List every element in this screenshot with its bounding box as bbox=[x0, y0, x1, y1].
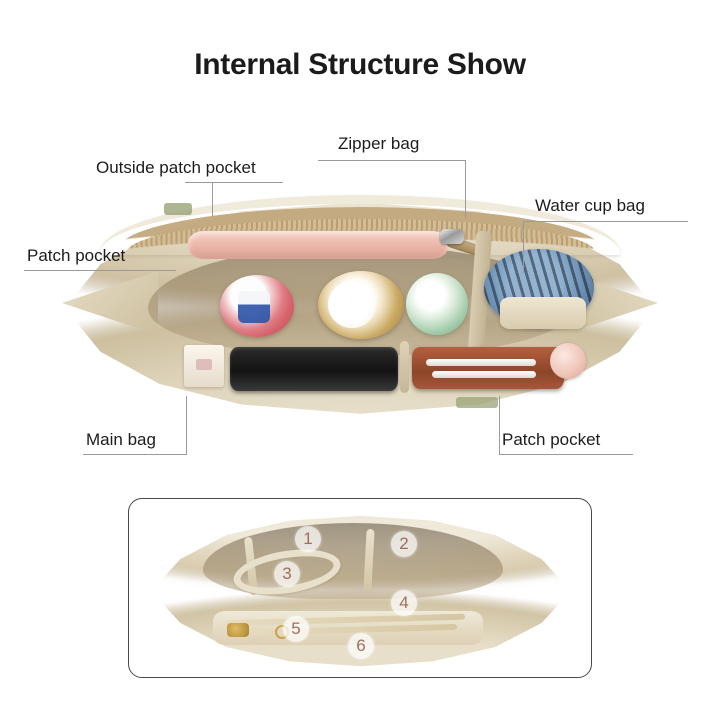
leader-line bbox=[499, 396, 500, 454]
diagram-marker-3: 3 bbox=[274, 561, 300, 587]
leader-line bbox=[499, 454, 633, 455]
diagram-marker-2: 2 bbox=[391, 531, 417, 557]
callout-zipper-bag: Zipper bag bbox=[338, 134, 420, 153]
bottom-divider bbox=[400, 341, 409, 393]
pink-pouch bbox=[188, 231, 448, 259]
pen-icon bbox=[426, 359, 536, 366]
pen-icon bbox=[432, 371, 536, 378]
leader-line bbox=[523, 221, 524, 273]
bag-top-rim bbox=[100, 195, 620, 255]
green-bottle bbox=[406, 273, 468, 335]
metal-clip-icon bbox=[227, 623, 249, 637]
small-carton bbox=[184, 345, 224, 387]
leader-line bbox=[24, 270, 176, 271]
green-accent-tab bbox=[456, 397, 498, 408]
pink-round-item bbox=[550, 343, 586, 379]
callout-patch-pocket-left: Patch pocket bbox=[27, 246, 126, 265]
beige-cup bbox=[500, 297, 586, 329]
leader-line bbox=[318, 160, 466, 161]
diagram-marker-1: 1 bbox=[295, 526, 321, 552]
green-accent-tab bbox=[164, 203, 192, 215]
callout-outside-patch-pocket: Outside patch pocket bbox=[96, 158, 256, 177]
numbered-structure-diagram: 1 2 3 4 5 6 bbox=[128, 498, 592, 678]
callout-water-cup-bag: Water cup bag bbox=[535, 196, 645, 215]
zipper-pull-icon bbox=[440, 229, 464, 244]
gold-compact bbox=[318, 271, 404, 339]
callout-main-bag: Main bag bbox=[86, 430, 156, 449]
leader-line bbox=[185, 182, 283, 183]
main-product-photo bbox=[60, 175, 660, 435]
leader-line bbox=[212, 182, 213, 216]
cosmetic-jar bbox=[220, 275, 294, 337]
page-title: Internal Structure Show bbox=[194, 48, 526, 81]
leader-line bbox=[186, 396, 187, 454]
leader-line bbox=[465, 160, 466, 218]
leader-line bbox=[83, 454, 187, 455]
leader-line bbox=[523, 221, 688, 222]
copper-case bbox=[412, 347, 564, 389]
diagram-marker-6: 6 bbox=[348, 633, 374, 659]
callout-patch-pocket-right: Patch pocket bbox=[502, 430, 601, 449]
diagram-marker-5: 5 bbox=[283, 616, 309, 642]
diagram-marker-4: 4 bbox=[391, 590, 417, 616]
black-glasses-case bbox=[230, 347, 398, 391]
